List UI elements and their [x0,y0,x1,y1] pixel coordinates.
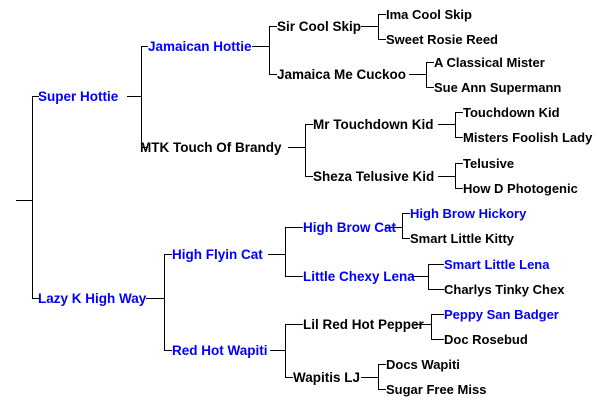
connector-g1a-spine [141,46,142,147]
connector-g3b-to-dam [426,87,434,88]
connector-g3g-spine [431,314,432,339]
connector-g2a-spine [269,26,270,74]
connector-g2d-to-dam [285,377,293,378]
connector-g3a-to-sire [378,14,386,15]
connector-g3d-spine [455,163,456,188]
connector-g3g-out [414,324,431,325]
connector-g3h-to-sire [378,364,386,365]
connector-g2a-to-sire [269,26,277,27]
pedigree-node-ima-cool-skip: Ima Cool Skip [386,7,472,22]
pedigree-node-sheza-telusive-kid: Sheza Telusive Kid [313,169,435,184]
connector-root-stub [16,200,33,201]
pedigree-node-high-flyin-cat[interactable]: High Flyin Cat [172,247,263,262]
connector-g1a-out [127,96,141,97]
connector-g2c-to-sire [285,227,303,228]
pedigree-node-docs-wapiti: Docs Wapiti [386,357,460,372]
connector-g1a-to-sire [141,46,148,47]
connector-g3e-to-dam [402,238,410,239]
connector-g3c-out [438,124,455,125]
connector-g3e-spine [402,213,403,238]
pedigree-node-super-hottie[interactable]: Super Hottie [38,89,119,104]
connector-g1b-out [146,298,164,299]
connector-root-to-dam [32,298,39,299]
pedigree-node-mr-touchdown-kid: Mr Touchdown Kid [313,117,434,132]
connector-g3c-to-dam [455,137,463,138]
pedigree-node-smart-little-lena[interactable]: Smart Little Lena [444,257,550,272]
connector-g3b-to-sire [426,62,434,63]
connector-g3h-to-dam [378,389,386,390]
pedigree-node-lazy-k-high-way[interactable]: Lazy K High Way [38,291,147,306]
connector-g3e-to-sire [402,213,410,214]
pedigree-node-a-classical-mister: A Classical Mister [434,55,545,70]
connector-g2a-to-dam [269,74,277,75]
pedigree-node-touchdown-kid: Touchdown Kid [463,105,560,120]
pedigree-node-sweet-rosie-reed: Sweet Rosie Reed [386,32,498,47]
connector-g3d-out [438,176,455,177]
connector-g1b-to-dam [164,350,172,351]
pedigree-node-red-hot-wapiti[interactable]: Red Hot Wapiti [172,343,268,358]
pedigree-node-how-d-photogenic: How D Photogenic [463,181,578,196]
pedigree-node-little-chexy-lena[interactable]: Little Chexy Lena [303,269,415,284]
connector-root-to-sire [32,96,39,97]
pedigree-node-charlys-tinky-chex: Charlys Tinky Chex [444,282,565,297]
connector-g3c-spine [455,112,456,137]
connector-g2c-to-dam [285,276,303,277]
pedigree-node-mtk-touch-of-brandy: MTK Touch Of Brandy [140,140,282,155]
pedigree-node-sugar-free-miss: Sugar Free Miss [386,382,487,397]
pedigree-node-doc-rosebud: Doc Rosebud [444,332,528,347]
connector-g3f-out [411,276,428,277]
connector-g3g-to-sire [431,314,444,315]
pedigree-node-high-brow-cat[interactable]: High Brow Cat [303,220,396,235]
pedigree-node-misters-foolish-lady: Misters Foolish Lady [463,130,593,145]
connector-g2b-to-dam [305,176,313,177]
pedigree-node-lil-red-hot-pepper: Lil Red Hot Pepper [303,317,424,332]
connector-g2c-spine [285,227,286,277]
connector-g2b-spine [305,124,306,176]
connector-g2d-spine [285,324,286,377]
connector-g1b-spine [164,254,165,350]
pedigree-node-wapitis-lj: Wapitis LJ [293,370,361,385]
pedigree-node-peppy-san-badger[interactable]: Peppy San Badger [444,307,559,322]
connector-g3d-to-dam [455,188,463,189]
connector-g3f-to-dam [428,289,444,290]
connector-g3h-out [361,377,378,378]
connector-g1b-to-sire [164,254,172,255]
connector-root-spine [32,96,33,299]
pedigree-node-jamaica-me-cuckoo: Jamaica Me Cuckoo [277,67,407,82]
connector-g3a-spine [378,14,379,39]
connector-g2c-out [268,254,285,255]
connector-g2b-to-sire [305,124,313,125]
pedigree-node-high-brow-hickory[interactable]: High Brow Hickory [410,206,527,221]
connector-g3d-to-sire [455,163,463,164]
connector-g3c-to-sire [455,112,463,113]
connector-g2d-out [270,350,285,351]
pedigree-node-jamaican-hottie[interactable]: Jamaican Hottie [148,39,252,54]
connector-g3b-spine [426,62,427,87]
pedigree-node-sue-ann-supermann: Sue Ann Supermann [434,80,562,95]
pedigree-node-telusive: Telusive [463,156,515,171]
connector-g3a-to-dam [378,39,386,40]
connector-g1a-to-dam [141,147,148,148]
connector-g3f-spine [428,264,429,289]
connector-g3f-to-sire [428,264,444,265]
connector-g2b-out [288,147,305,148]
connector-g2d-to-sire [285,324,303,325]
connector-g2a-out [252,46,269,47]
connector-g3a-out [361,26,378,27]
connector-g3e-out [385,227,402,228]
pedigree-node-smart-little-kitty: Smart Little Kitty [410,231,515,246]
connector-g3b-out [409,74,426,75]
pedigree-node-sir-cool-skip: Sir Cool Skip [277,19,362,34]
connector-g3h-spine [378,364,379,389]
connector-g3g-to-dam [431,339,444,340]
